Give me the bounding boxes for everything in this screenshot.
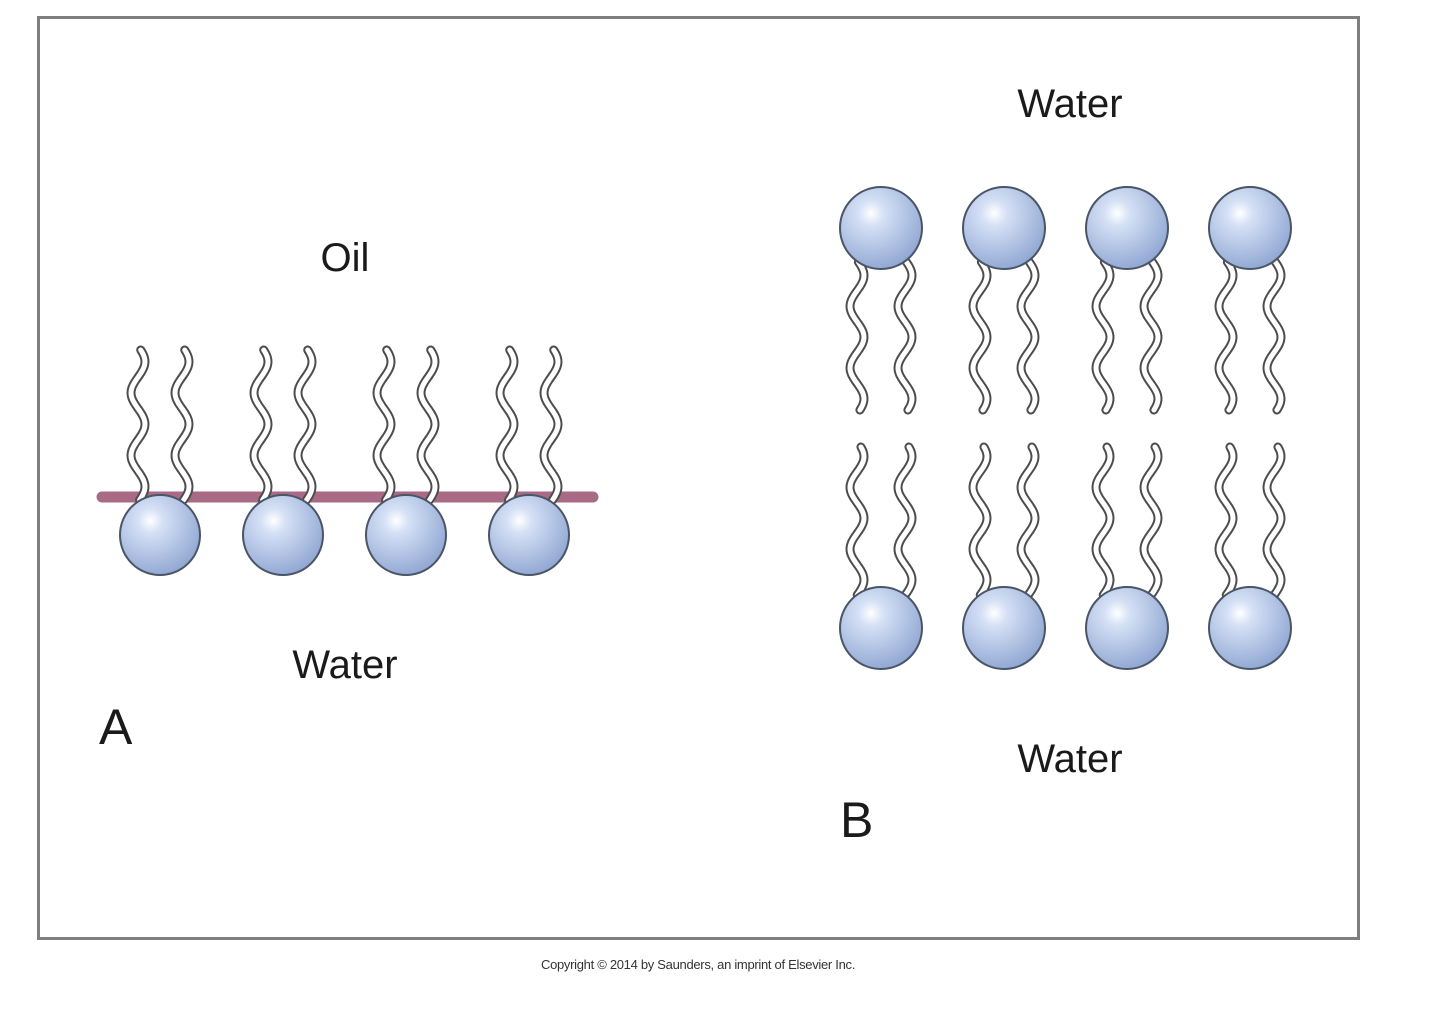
- lipid-tail: [1091, 442, 1115, 600]
- lipid-tail: [1016, 257, 1040, 415]
- lipid-molecule: [488, 345, 570, 576]
- lipid-head: [1085, 586, 1169, 670]
- copyright-notice: Copyright © 2014 by Saunders, an imprint…: [540, 957, 856, 972]
- lipid-head: [242, 494, 324, 576]
- panel-b-top-water-label: Water: [1017, 82, 1123, 126]
- lipid-tail: [968, 442, 992, 600]
- lipid-tail: [1214, 442, 1238, 600]
- lipid-tail: [1016, 442, 1040, 600]
- lipid-tail: [1214, 257, 1238, 415]
- lipid-tail: [893, 442, 917, 600]
- panel-b-bilayer: [839, 186, 1292, 670]
- lipid-tail: [1262, 442, 1286, 600]
- panel-a-water-label: Water: [292, 643, 398, 687]
- panel-b-bottom-water-label: Water: [1017, 737, 1123, 781]
- lipid-molecule: [119, 345, 201, 576]
- lipid-tail: [1091, 257, 1115, 415]
- lipid-tail: [845, 442, 869, 600]
- lipid-head: [488, 494, 570, 576]
- lipid-tail: [1262, 257, 1286, 415]
- lipid-tail: [249, 345, 273, 505]
- lipid-head: [1208, 586, 1292, 670]
- panel-b-letter: B: [840, 792, 874, 848]
- panel-a-oil-label: Oil: [320, 236, 370, 280]
- lipid-tail: [416, 345, 440, 505]
- lipid-head: [962, 186, 1046, 270]
- lipid-head: [365, 494, 447, 576]
- lipid-head: [1208, 186, 1292, 270]
- lipid-head: [1085, 186, 1169, 270]
- lipid-tail: [293, 345, 317, 505]
- lipid-head: [962, 586, 1046, 670]
- lipid-tail: [1139, 442, 1163, 600]
- lipid-molecule-lower: [1085, 442, 1169, 670]
- lipid-head: [839, 586, 923, 670]
- lipid-tail: [968, 257, 992, 415]
- panel-a-letter: A: [99, 699, 133, 755]
- lipid-molecule-upper: [1208, 186, 1292, 415]
- lipid-molecule-lower: [1208, 442, 1292, 670]
- lipid-tail: [539, 345, 563, 505]
- lipid-tail: [372, 345, 396, 505]
- figure-frame: [37, 16, 1360, 940]
- lipid-molecule-upper: [962, 186, 1046, 415]
- lipid-tail: [126, 345, 150, 505]
- lipid-molecule: [242, 345, 324, 576]
- lipid-head: [839, 186, 923, 270]
- lipid-molecule-lower: [839, 442, 923, 670]
- lipid-molecule: [365, 345, 447, 576]
- lipid-molecule-upper: [839, 186, 923, 415]
- lipid-molecule-upper: [1085, 186, 1169, 415]
- lipid-tail: [495, 345, 519, 505]
- lipid-tail: [845, 257, 869, 415]
- lipid-tail: [893, 257, 917, 415]
- lipid-molecule-lower: [962, 442, 1046, 670]
- lipid-tail: [1139, 257, 1163, 415]
- lipid-head: [119, 494, 201, 576]
- panel-a-monolayer: [96, 345, 599, 576]
- lipid-tail: [170, 345, 194, 505]
